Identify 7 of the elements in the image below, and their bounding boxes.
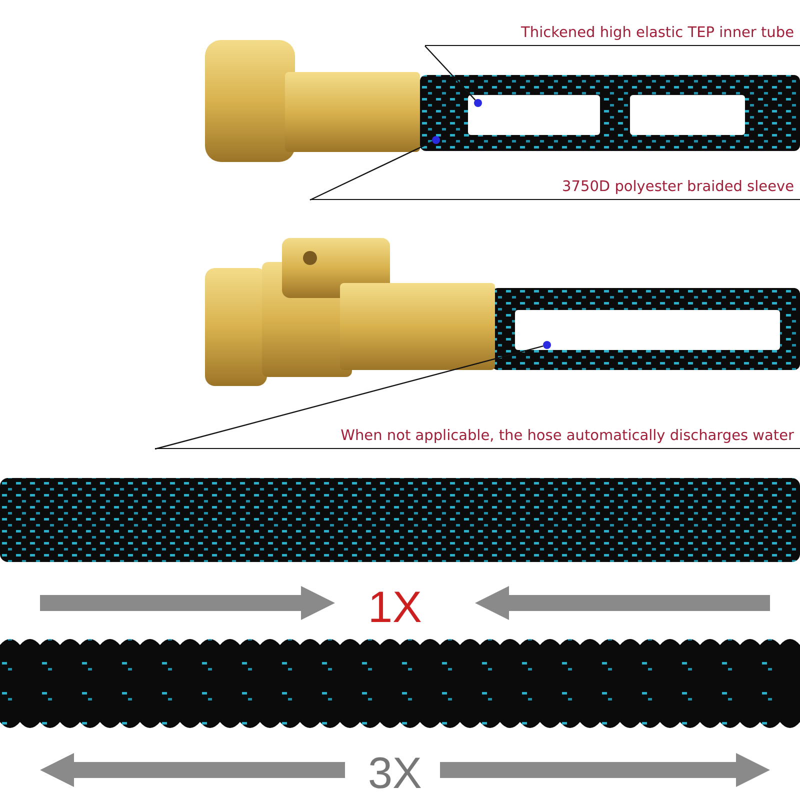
- scale-label: 3X: [368, 752, 422, 796]
- callout-label: 3750D polyester braided sleeve: [310, 174, 800, 200]
- callout-label: When not applicable, the hose automatically discharges water: [155, 423, 800, 449]
- leader-line: [310, 141, 433, 201]
- scale-label: 1X: [368, 586, 422, 630]
- leader-line: [154, 345, 544, 450]
- callout-label: Thickened high elastic TEP inner tube: [425, 20, 800, 46]
